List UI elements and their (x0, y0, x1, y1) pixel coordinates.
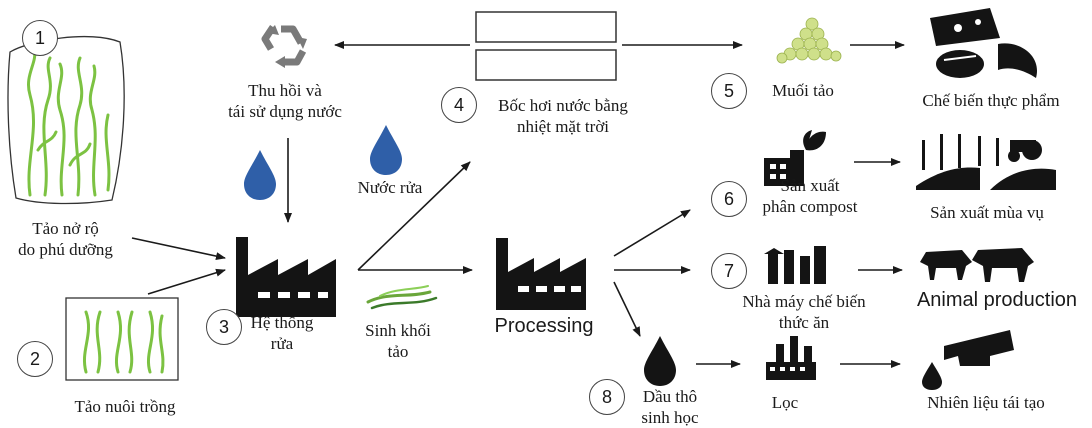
food-icon (930, 8, 1038, 78)
step-number: 7 (711, 253, 747, 289)
processing-label: Processing (494, 315, 594, 337)
wash-water-label: Nước rửa (357, 178, 423, 197)
water-drop-icon (244, 150, 276, 200)
factory-icon (496, 238, 586, 310)
step-2-label: Tảo nuôi trồng (74, 397, 176, 416)
algae-bloom-icon (7, 36, 125, 205)
evaporation-pond-icon (475, 11, 617, 81)
step-number: 4 (441, 87, 477, 123)
fuel-nozzle-icon (922, 330, 1014, 390)
food-processing-label: Chế biến thực phẩm (922, 91, 1060, 110)
step-number: 8 (589, 379, 625, 415)
algae-icon (366, 285, 438, 310)
step-number: 2 (17, 341, 53, 377)
cultivated-algae-icon (65, 297, 179, 381)
compost-icon (764, 130, 826, 186)
step-number: 5 (711, 73, 747, 109)
step-number: 1 (22, 20, 58, 56)
refinery-icon (766, 336, 816, 380)
renewable-fuel-label: Nhiên liệu tái tạo (927, 393, 1045, 412)
crops-icon (916, 134, 1056, 190)
oil-drop-icon (644, 336, 676, 386)
recycle-icon (261, 25, 307, 68)
water-drop-icon (370, 125, 402, 175)
step-5-label: Muối tảo (772, 81, 834, 100)
refine-label: Lọc (771, 393, 799, 412)
cattle-icon (920, 248, 1034, 282)
crop-production-label: Sản xuất mùa vụ (930, 203, 1044, 222)
feed-mill-icon (764, 246, 826, 284)
step-number: 3 (206, 309, 242, 345)
step-number: 6 (711, 181, 747, 217)
animal-production-label: Animal production (916, 289, 1078, 311)
factory-icon (236, 237, 336, 317)
salt-icon (776, 17, 842, 64)
